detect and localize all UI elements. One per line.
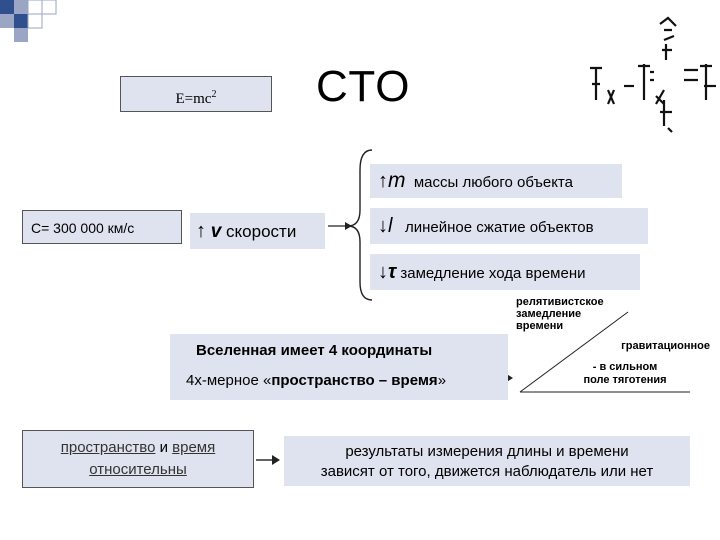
results-line-1: результаты измерения длины и времени (345, 443, 629, 460)
universe-line-2: 4х-мерное «пространство – время» (186, 372, 446, 389)
relativity-line-1: пространство и время (23, 437, 253, 459)
arrow-head (345, 222, 352, 230)
results-line-2: зависят от того, движется наблюдатель ил… (320, 463, 654, 480)
formula-exponent: 2 (211, 89, 217, 100)
gravitational-line: поле тяготения (583, 374, 667, 386)
mass-symbol: m (388, 169, 406, 192)
effect-time: ↓τ замедление хода времени (370, 254, 640, 290)
results-box: результаты измерения длины и времени зав… (284, 436, 690, 486)
universe-box: Вселенная имеет 4 координаты 4х-мерное «… (170, 334, 508, 400)
velocity-text: скорости (226, 222, 297, 241)
relativistic-dilation-label: релятивистское замедление времени (516, 296, 604, 332)
gravitational-line: гравитационное (621, 340, 710, 352)
corner-square-light (14, 28, 28, 42)
universe-line-2-prefix: 4х-мерное « (186, 372, 272, 389)
and-word: и (155, 439, 173, 456)
up-arrow-icon: ↑ (378, 170, 388, 192)
brace (347, 149, 373, 301)
tau-symbol: τ (388, 261, 397, 283)
page-title: СТО (316, 62, 412, 111)
gravitational-formula-image (590, 16, 716, 133)
velocity-symbol: v (210, 221, 222, 242)
universe-line-2-bold: пространство – время (271, 372, 438, 389)
relativistic-line: времени (516, 320, 564, 332)
mass-energy-formula: E=mc2 (120, 76, 272, 112)
effect-mass-text: массы любого объекта (413, 174, 573, 191)
relative-word: относительны (89, 461, 187, 478)
time-word: время (172, 439, 216, 456)
effect-time-text: замедление хода времени (400, 265, 586, 282)
corner-square-white (27, 13, 43, 29)
up-arrow-icon: ↑ (196, 220, 206, 242)
universe-line-1: Вселенная имеет 4 координаты (196, 342, 433, 359)
corner-square-white (27, 0, 43, 15)
down-arrow-icon: ↓ (378, 261, 388, 283)
relativity-statement-box: пространство и время относительны (22, 430, 254, 488)
arrow-head (272, 455, 280, 465)
gravitational-dilation-label: гравитационное - в сильном поле тяготени… (580, 340, 710, 387)
space-word: пространство (60, 439, 156, 456)
velocity-box: ↑ v скорости (190, 213, 325, 249)
corner-square-white (41, 0, 57, 15)
corner-square-light (14, 0, 28, 14)
formula-base: E=mc (175, 91, 212, 107)
down-arrow-icon: ↓ (378, 215, 388, 237)
effect-length: ↓l линейное сжатие объектов (370, 208, 648, 244)
corner-square-dark (0, 0, 14, 14)
branch-line-relativistic (519, 311, 629, 393)
speed-of-light-box: C= 300 000 км/с (22, 210, 182, 244)
gravitational-line: - в сильном (592, 361, 658, 373)
effect-mass: ↑m массы любого объекта (370, 164, 622, 198)
relativistic-line: замедление (516, 308, 582, 320)
corner-square-light (0, 14, 14, 28)
universe-line-2-suffix: » (437, 372, 447, 389)
effect-length-text: линейное сжатие объектов (404, 219, 594, 236)
corner-square-dark (14, 14, 28, 28)
speed-of-light-text: C= 300 000 км/с (31, 220, 135, 236)
relativistic-line: релятивистское (516, 296, 604, 308)
length-symbol: l (388, 215, 393, 237)
